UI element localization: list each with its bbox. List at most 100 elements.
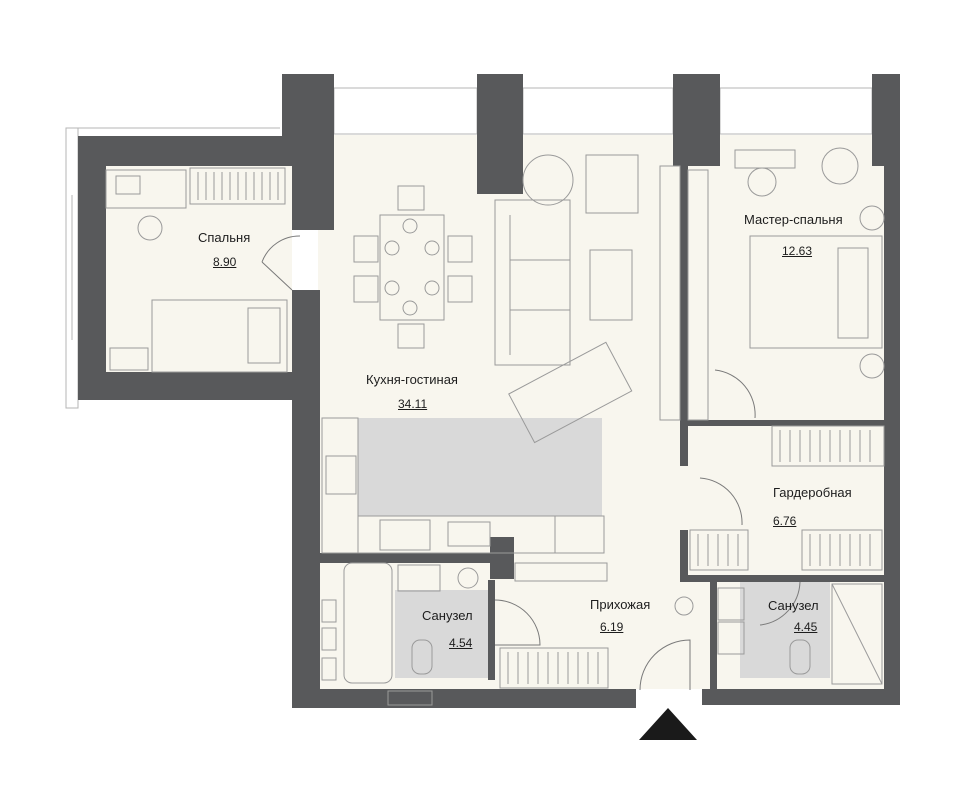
right-outer-wall <box>702 74 900 705</box>
bath2-sink-2 <box>717 621 745 655</box>
window-top-b <box>522 87 674 135</box>
dining-table <box>379 214 445 321</box>
doors <box>261 235 801 691</box>
room-name-wardrobe: Гардеробная <box>773 485 852 500</box>
master-chair <box>747 167 777 197</box>
wardrobe-door <box>699 477 743 526</box>
wall-wardrobe-left <box>680 530 688 582</box>
dining-chair-5 <box>447 275 473 303</box>
dining-chair-2 <box>353 235 379 263</box>
hallway-round <box>674 596 694 616</box>
nightstand-top <box>859 205 885 231</box>
bedroom-shelf <box>109 347 149 371</box>
plate-5 <box>424 280 440 296</box>
room-name-bedroom: Спальня <box>198 230 251 245</box>
bath1-towel-1 <box>321 599 337 623</box>
wall-bath1-right <box>488 580 495 680</box>
tv-unit <box>659 165 681 421</box>
window-top-a <box>333 87 478 135</box>
bedroom-laptop <box>115 175 141 195</box>
room-name-bathroom-2: Санузел <box>768 598 819 613</box>
room-name-bathroom-1: Санузел <box>422 608 473 623</box>
washing-machine <box>457 567 479 589</box>
dining-chair-6 <box>397 323 425 349</box>
hallway-shoe-rack <box>499 647 609 689</box>
room-area-bedroom: 8.90 <box>213 255 237 269</box>
bath1-door <box>494 599 541 646</box>
bath1-towel-3 <box>321 657 337 681</box>
pillar-hall <box>490 537 514 579</box>
bedroom-pillow <box>247 307 281 364</box>
interior-wall-kitchen-bath <box>320 553 490 563</box>
dining-chair-4 <box>447 235 473 263</box>
nightstand-bottom <box>859 353 885 379</box>
tv-unit-master <box>687 169 709 421</box>
bathtub <box>343 562 393 684</box>
bath2-sink-1 <box>717 587 745 621</box>
bath1-towel-2 <box>321 627 337 651</box>
bath1-sink <box>397 564 441 592</box>
shower <box>831 583 883 685</box>
plate-6 <box>402 300 418 316</box>
entrance-arrow-icon <box>639 708 697 740</box>
pillar-a <box>477 74 523 194</box>
plate-4 <box>384 280 400 296</box>
master-plant <box>821 147 859 185</box>
room-area-hallway: 6.19 <box>600 620 624 634</box>
kitchen-tile-floor <box>358 418 602 516</box>
bedroom-outer-wall <box>78 74 334 340</box>
sofa-cushions <box>509 215 570 355</box>
shower-diagonal <box>831 583 883 685</box>
floors <box>106 135 884 689</box>
coffee-table <box>589 249 633 321</box>
armchair-top <box>585 154 639 214</box>
bedroom-door <box>261 235 301 291</box>
room-name-hallway: Прихожая <box>590 597 651 612</box>
wardrobe-rack-top <box>771 425 885 467</box>
wardrobe-rack-left <box>689 529 749 571</box>
room-area-wardrobe: 6.76 <box>773 514 797 528</box>
lounge-chair <box>508 341 633 444</box>
bedroom-desk <box>105 169 187 209</box>
kitchen-counter-left <box>321 417 359 554</box>
bath1-vent <box>387 690 433 706</box>
master-pillows <box>837 247 869 339</box>
bedroom-floor <box>106 166 292 372</box>
bath1-toilet <box>411 639 433 675</box>
plate-1 <box>402 218 418 234</box>
bedroom-chair <box>137 215 163 241</box>
kitchen-counter-bottom <box>357 515 605 554</box>
pillar-b <box>673 74 720 166</box>
room-name-kitchen-living: Кухня-гостиная <box>366 372 458 387</box>
entrance-door <box>639 639 691 691</box>
dining-chair-1 <box>397 185 425 211</box>
bath2-toilet <box>789 639 811 675</box>
kitchen-board <box>447 521 491 547</box>
bedroom-bottom-wall <box>78 290 320 708</box>
room-area-bathroom-1: 4.54 <box>449 636 473 650</box>
wardrobe-rack-lines <box>697 534 871 566</box>
master-bed <box>749 235 883 349</box>
wall-bath2-left <box>710 582 717 689</box>
bathroom-2-tile <box>740 580 830 678</box>
furniture <box>105 147 885 706</box>
room-area-bathroom-2: 4.45 <box>794 620 818 634</box>
room-name-master-bedroom: Мастер-спальня <box>744 212 843 227</box>
hallway-shoe-lines <box>507 652 599 684</box>
hallway-shelf <box>514 562 608 582</box>
plate-2 <box>384 240 400 256</box>
cooktop <box>325 455 357 495</box>
bedroom-radiator-lines <box>197 172 279 200</box>
bath2-door <box>759 581 801 626</box>
bathroom-1-tile <box>395 590 490 678</box>
room-area-kitchen-living: 34.11 <box>398 397 428 411</box>
plate-3 <box>424 240 440 256</box>
wardrobe-rack-right <box>801 529 883 571</box>
wardrobe-rack-top-lines <box>779 430 871 462</box>
window-top-c <box>719 87 873 135</box>
wall-master-bottom <box>688 420 884 426</box>
room-area-master-bedroom: 12.63 <box>782 244 813 258</box>
kitchen-sink <box>379 519 431 551</box>
bottom-wall-left <box>292 689 636 708</box>
